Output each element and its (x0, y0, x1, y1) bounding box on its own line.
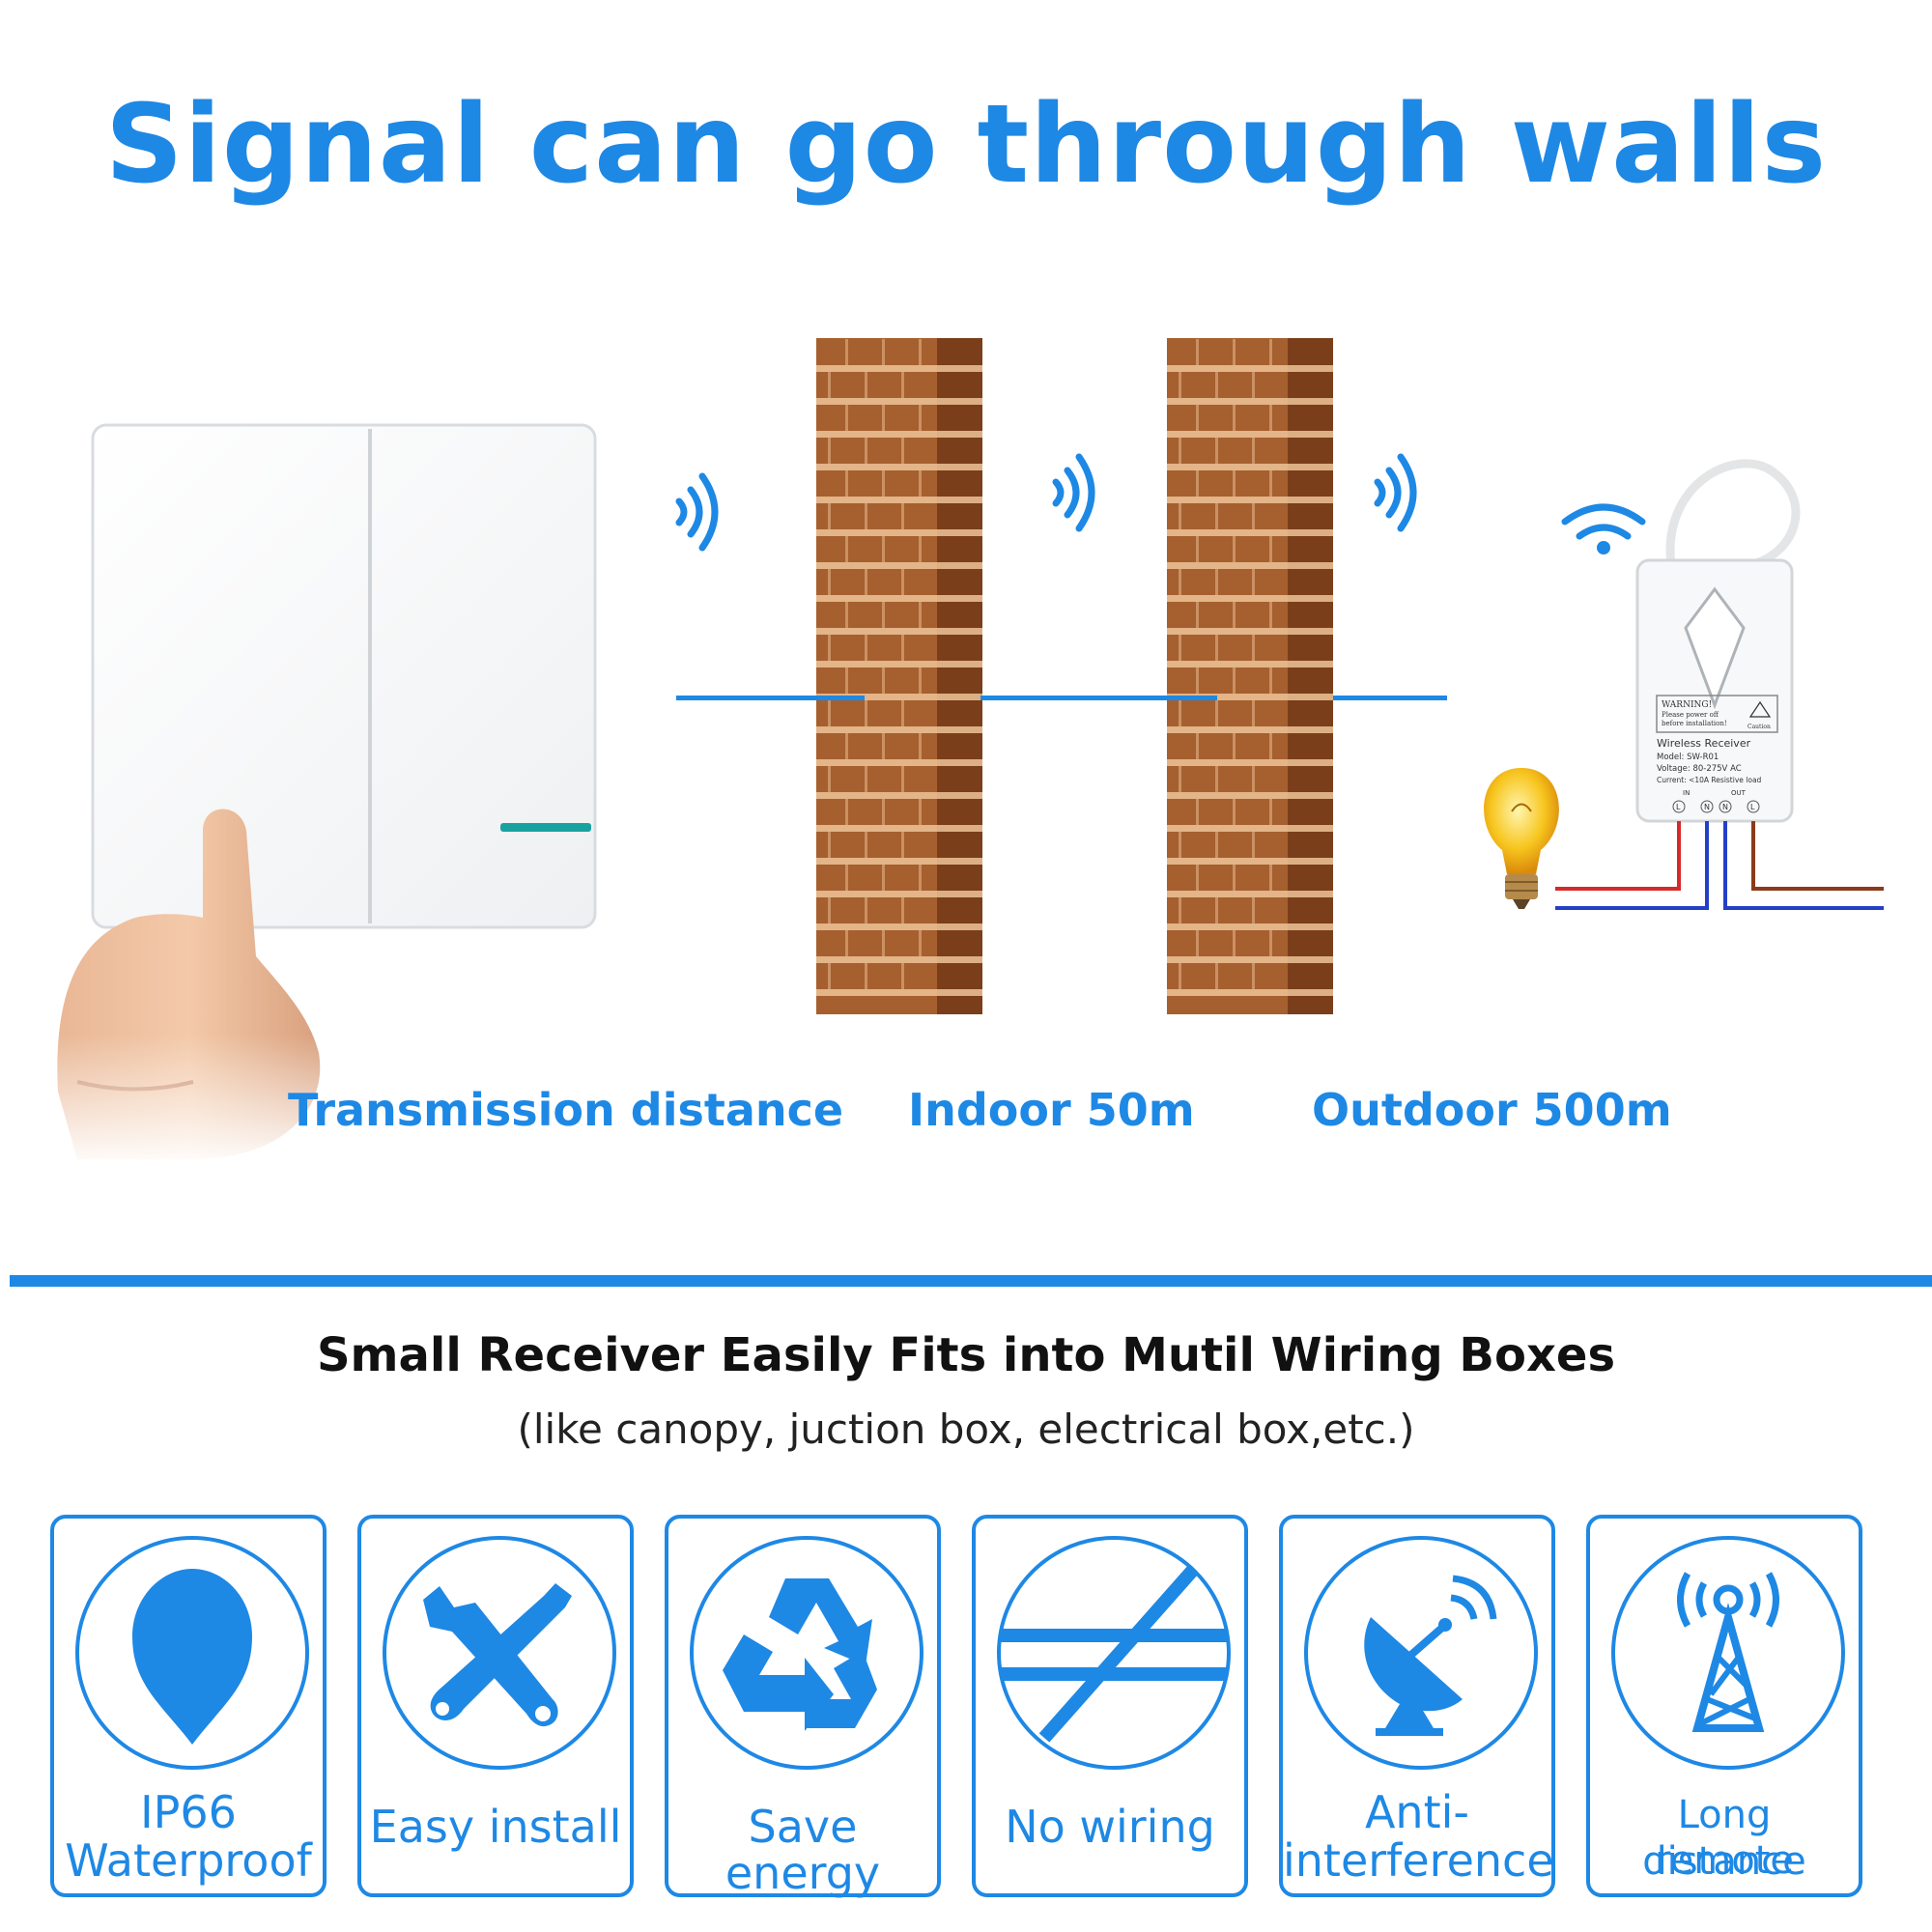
wireless-wave-icon (1052, 453, 1095, 532)
wifi-icon (1561, 503, 1646, 554)
switch-plate (91, 423, 597, 929)
page-title: Signal can go through walls (104, 82, 1828, 208)
wireless-wave-icon (675, 472, 719, 552)
section-divider (10, 1275, 1932, 1287)
feature-card-easy-install: Easy install (357, 1515, 634, 1897)
terminal-label: N (1704, 803, 1710, 811)
feature-icon-circle (690, 1536, 923, 1770)
no-wiring-icon (1001, 1564, 1227, 1743)
receiver-product-name: Wireless Receiver (1657, 737, 1751, 750)
feature-icon-circle (997, 1536, 1231, 1770)
feature-icon-circle (1611, 1536, 1845, 1770)
feature-icon-circle (383, 1536, 616, 1770)
light-bulb-icon (1484, 768, 1559, 909)
signal-line-1 (676, 696, 865, 700)
feature-label: Long distance (1642, 1793, 1806, 1884)
receiver-current: Current: <10A Resistive load (1657, 776, 1762, 784)
feature-card-anti-interference: Anti- interference (1279, 1515, 1555, 1897)
feature-label: Anti- (1364, 1786, 1470, 1838)
feature-label: remote (1655, 1838, 1794, 1883)
signal-line-3 (1333, 696, 1447, 700)
wall-switch-illustration (48, 423, 597, 1169)
feature-label: interference (1283, 1834, 1554, 1887)
transmission-distance-label: Transmission distance (288, 1084, 844, 1136)
indoor-distance-label: Indoor 50m (908, 1084, 1195, 1136)
terminal-label: N (1722, 803, 1728, 811)
feature-card-waterproof: IP66 Waterproof (50, 1515, 327, 1897)
receiver-warning-text: Please power off (1662, 711, 1719, 719)
terminal-label: L (1750, 803, 1755, 811)
feature-label: Easy install (369, 1801, 622, 1853)
feature-card-long-distance: Long distance remote (1586, 1515, 1862, 1897)
terminal-label: L (1676, 803, 1681, 811)
satellite-dish-icon (1364, 1575, 1497, 1736)
wireless-wave-icon (1374, 453, 1417, 532)
tools-icon (423, 1583, 572, 1727)
outdoor-distance-label: Outdoor 500m (1312, 1084, 1672, 1136)
recycle-icon (723, 1578, 877, 1731)
section-title: Small Receiver Easily Fits into Mutil Wi… (316, 1328, 1616, 1382)
section-note: (like canopy, juction box, electrical bo… (517, 1406, 1415, 1453)
receiver-in-label: IN (1683, 789, 1690, 797)
feature-label: Waterproof (65, 1834, 312, 1887)
receiver-out-label: OUT (1731, 789, 1747, 797)
receiver-warning-text: before installation! (1662, 720, 1727, 727)
feature-card-save-energy: Save energy (665, 1515, 941, 1897)
water-drop-icon (132, 1569, 252, 1745)
signal-line-2 (980, 696, 1217, 700)
feature-label: IP66 (140, 1786, 237, 1838)
receiver-illustration: WARNING! Please power off before install… (1484, 459, 1884, 910)
brick-wall-1 (816, 338, 982, 1014)
receiver-warning-title: WARNING! (1662, 700, 1712, 710)
feature-icon-circle (1304, 1536, 1538, 1770)
signal-tower-icon (1677, 1572, 1779, 1732)
receiver-model: Model: SW-R01 (1657, 753, 1719, 762)
indicator-light (500, 823, 591, 832)
feature-card-no-wiring: No wiring (972, 1515, 1248, 1897)
receiver-voltage: Voltage: 80-275V AC (1657, 764, 1742, 774)
brick-wall-2 (1167, 338, 1333, 1014)
receiver-caution: Caution (1747, 724, 1771, 730)
feature-label: No wiring (1005, 1801, 1215, 1853)
feature-label: Save energy (724, 1801, 881, 1899)
feature-icon-circle (75, 1536, 309, 1770)
